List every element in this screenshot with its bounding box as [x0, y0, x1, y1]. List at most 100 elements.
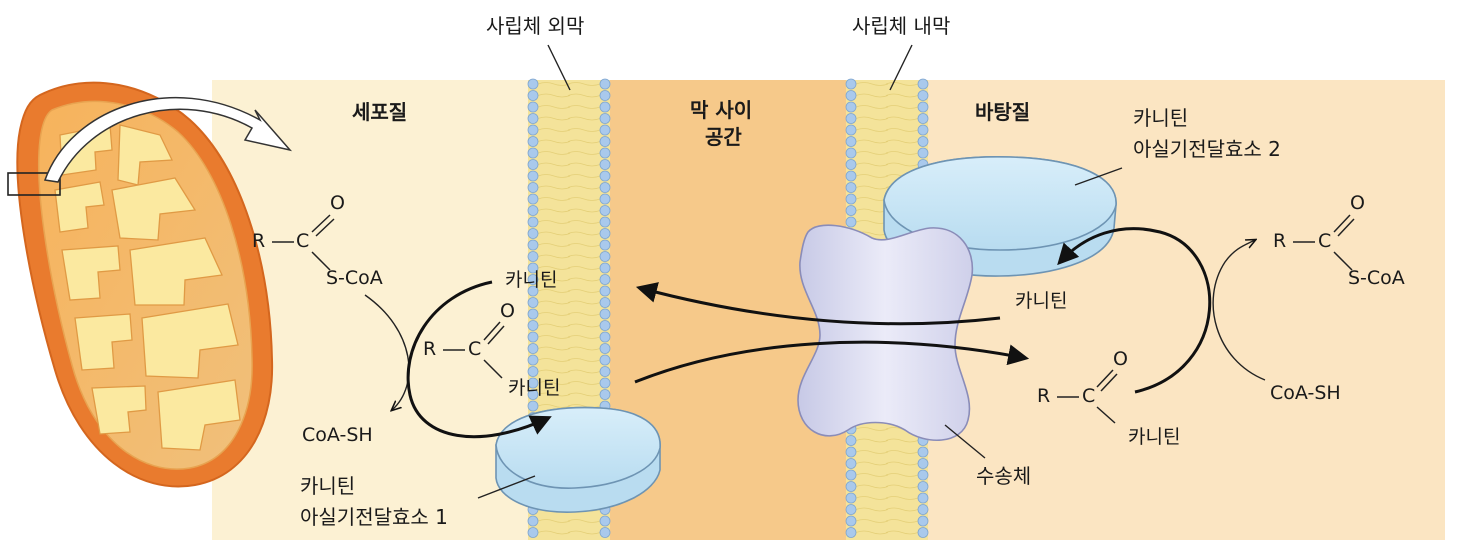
lipid-tail	[567, 151, 601, 155]
lipid-tail	[567, 231, 601, 236]
lipid-tail	[537, 82, 571, 86]
lipid-tail	[855, 151, 889, 155]
transporter-protein	[797, 224, 974, 441]
lipid-head	[527, 400, 539, 412]
lipid-tail	[567, 289, 601, 293]
lipid-tail	[537, 381, 571, 385]
lipid-tail	[537, 93, 571, 98]
lipid-tail	[855, 174, 889, 178]
lipid-head	[527, 331, 539, 343]
lipid-tail	[885, 105, 919, 109]
lipid-head	[845, 101, 857, 113]
lipid-head	[527, 124, 539, 136]
lipid-head	[845, 182, 857, 193]
lipid-head	[917, 113, 929, 124]
lipid-tail	[537, 151, 571, 155]
lipid-tail	[537, 139, 571, 144]
mitochondrion-illustration	[7, 81, 293, 488]
lipid-tail	[567, 185, 601, 190]
lipid-tail	[537, 116, 571, 121]
acyl-coa-matrix-bonds	[1293, 214, 1355, 271]
lipid-head	[845, 492, 857, 504]
lipid-head	[599, 274, 611, 285]
lipid-head	[845, 90, 857, 101]
lipid-head	[845, 458, 857, 469]
acyl-carnitine-matrix-C: C	[1082, 385, 1096, 407]
acyl-carnitine-cytosol-C: C	[468, 338, 482, 360]
acyl-carnitine-cytosol-R: R	[423, 338, 437, 360]
lipid-head	[599, 297, 611, 308]
lipid-tail	[855, 461, 889, 466]
inner-membrane-label: 사립체 내막	[852, 14, 951, 38]
lipid-tail	[567, 381, 601, 385]
lipid-tail	[885, 507, 919, 512]
lipid-tail	[885, 450, 919, 454]
acyl-coa-matrix-R: R	[1273, 230, 1287, 252]
lipid-tail	[855, 438, 889, 443]
lipid-head	[599, 182, 611, 193]
lipid-tail	[567, 139, 601, 144]
lipid-head	[599, 113, 611, 124]
lipid-head	[599, 136, 611, 147]
lipid-head	[527, 182, 539, 193]
lipid-tail	[537, 266, 571, 270]
inner-membrane-leader	[889, 44, 913, 91]
lipid-head	[845, 469, 857, 481]
lipid-head	[917, 515, 929, 527]
lipid-head	[527, 239, 539, 251]
acyl-carnitine-matrix-bonds	[1057, 369, 1118, 424]
lipid-head	[917, 101, 929, 113]
carnitine-export-arrow	[635, 282, 1001, 326]
lipid-tail	[885, 484, 919, 489]
lipid-head	[599, 228, 611, 239]
lipid-head	[599, 170, 611, 182]
carnitine-matrix: 카니틴	[1015, 290, 1068, 312]
lipid-tail	[567, 162, 601, 167]
lipid-tail	[855, 82, 889, 86]
lipid-tail	[855, 162, 889, 167]
acyl-coa-matrix-scoa: S-CoA	[1348, 267, 1405, 289]
lipid-tail	[855, 450, 889, 454]
lipid-tail	[537, 312, 571, 316]
lipid-head	[527, 78, 539, 90]
lipid-head	[599, 389, 611, 400]
lipid-tail	[855, 427, 889, 431]
lipid-head	[599, 124, 611, 136]
lipid-head	[599, 262, 611, 274]
acylcarnitine-to-cat2-arrow	[1057, 227, 1212, 394]
lipid-tail	[885, 128, 919, 132]
lipid-head	[599, 216, 611, 228]
lipid-tail	[855, 496, 889, 500]
lipid-tail	[537, 105, 571, 109]
acyl-coa-cytosol-O: O	[330, 192, 345, 214]
outer-membrane-label: 사립체 외막	[486, 14, 585, 38]
lipid-tail	[537, 185, 571, 190]
lipid-head	[845, 78, 857, 90]
lipid-head	[527, 136, 539, 147]
transporter-label: 수송체	[976, 464, 1032, 488]
lipid-tail	[537, 174, 571, 178]
lipid-head	[527, 366, 539, 377]
coa-sh-uptake-arrow	[1212, 240, 1266, 381]
lipid-tail	[855, 507, 889, 512]
lipid-head	[845, 159, 857, 170]
lipid-head	[527, 389, 539, 400]
lipid-head	[845, 527, 857, 538]
lipid-tail	[885, 82, 919, 86]
lipid-head	[527, 251, 539, 262]
lipid-tail	[537, 208, 571, 213]
lipid-head	[917, 147, 929, 159]
lipid-head	[527, 285, 539, 297]
lipid-tail	[567, 392, 601, 397]
coa-sh-cytosol: CoA-SH	[302, 424, 373, 446]
lipid-tail	[885, 438, 919, 443]
lipid-head	[599, 239, 611, 251]
lipid-head	[599, 205, 611, 216]
lipid-head	[527, 320, 539, 331]
lipid-head	[599, 343, 611, 354]
lipid-head	[599, 193, 611, 205]
lipid-tail	[567, 266, 601, 270]
lipid-tail	[537, 323, 571, 328]
lipid-head	[599, 515, 611, 527]
lipid-head	[917, 527, 929, 538]
